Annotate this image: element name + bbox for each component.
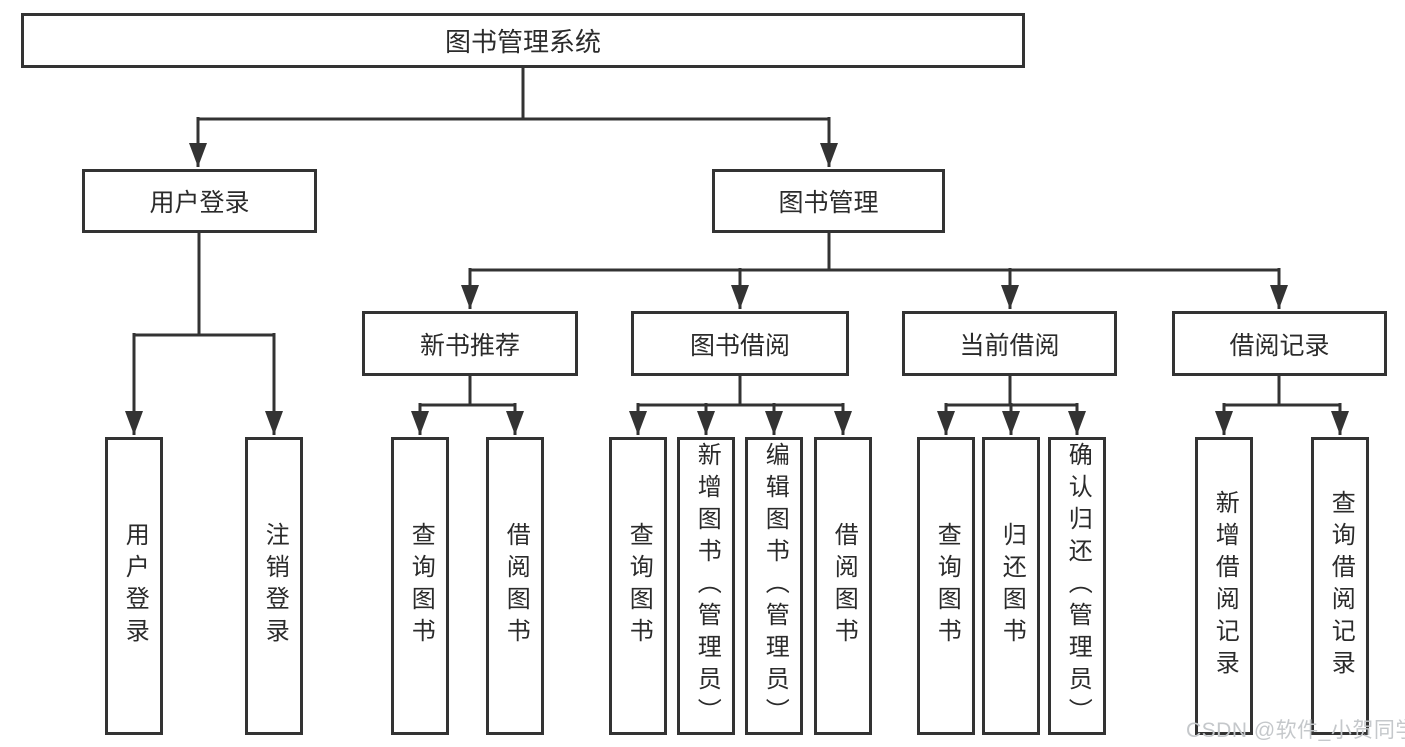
leaf-query-books-recommend: 查询图书 (391, 437, 449, 735)
node-borrowing-records-label: 借阅记录 (1229, 331, 1330, 360)
node-new-book-recommendation-label: 新书推荐 (419, 331, 520, 360)
leaf-add-book-admin: 新增图书（管理员） (677, 437, 735, 735)
node-book-management-label: 图书管理 (778, 189, 879, 217)
leaf-query-books-recommend-label: 查询图书 (407, 522, 435, 650)
leaf-confirm-return-admin: 确认归还（管理员） (1048, 437, 1106, 735)
leaf-borrow-books-recommend-label: 借阅图书 (502, 522, 530, 650)
leaf-query-books-current-label: 查询图书 (933, 522, 961, 650)
node-borrowing-records: 借阅记录 (1172, 311, 1387, 376)
node-user-login: 用户登录 (82, 169, 317, 233)
node-new-book-recommendation: 新书推荐 (362, 311, 578, 376)
leaf-add-borrow-record-label: 新增借阅记录 (1211, 490, 1239, 682)
leaf-edit-book-admin-label: 编辑图书（管理员） (761, 442, 789, 730)
leaf-edit-book-admin: 编辑图书（管理员） (745, 437, 803, 735)
leaf-borrow-books-recommend: 借阅图书 (486, 437, 544, 735)
node-root-label: 图书管理系统 (444, 27, 601, 57)
leaf-user-login: 用户登录 (105, 437, 163, 735)
leaf-borrow-books: 借阅图书 (814, 437, 872, 735)
leaf-query-books-borrowing: 查询图书 (609, 437, 667, 735)
leaf-query-books-current: 查询图书 (917, 437, 975, 735)
node-current-borrowing: 当前借阅 (902, 311, 1117, 376)
leaf-logout: 注销登录 (245, 437, 303, 735)
node-book-borrowing: 图书借阅 (631, 311, 849, 376)
leaf-query-borrow-record-label: 查询借阅记录 (1327, 490, 1355, 682)
leaf-return-books: 归还图书 (982, 437, 1040, 735)
node-root-system: 图书管理系统 (21, 13, 1025, 68)
leaf-add-book-admin-label: 新增图书（管理员） (693, 442, 721, 730)
leaf-logout-label: 注销登录 (261, 522, 289, 650)
leaf-confirm-return-admin-label: 确认归还（管理员） (1064, 442, 1092, 730)
node-current-borrowing-label: 当前借阅 (959, 331, 1060, 360)
leaf-borrow-books-label: 借阅图书 (830, 522, 858, 650)
leaf-query-borrow-record: 查询借阅记录 (1311, 437, 1369, 735)
leaf-user-login-label: 用户登录 (121, 522, 149, 650)
leaf-add-borrow-record: 新增借阅记录 (1195, 437, 1253, 735)
node-user-login-label: 用户登录 (149, 189, 250, 217)
leaf-query-books-borrowing-label: 查询图书 (625, 522, 653, 650)
leaf-return-books-label: 归还图书 (998, 522, 1026, 650)
node-book-management: 图书管理 (712, 169, 945, 233)
watermark: CSDN @软件_小贺同学 (1186, 719, 1405, 742)
node-book-borrowing-label: 图书借阅 (689, 331, 790, 360)
